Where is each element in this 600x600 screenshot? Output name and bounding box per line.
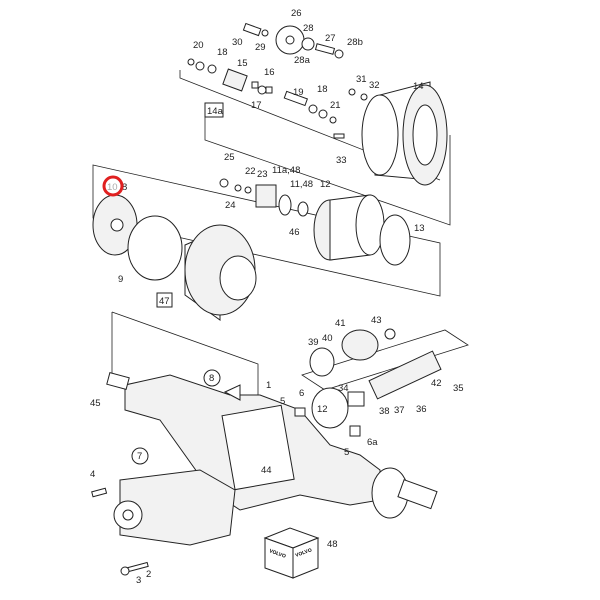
label[interactable]: 11a,48 [272, 165, 300, 176]
label[interactable]: 6 [299, 388, 304, 399]
box-brand: VOLVO [268, 548, 286, 560]
label[interactable]: 4 [90, 469, 95, 480]
label[interactable]: 18 [217, 47, 228, 58]
part-labels: 26 30 29 28 27 28b 28a 20 18 15 16 17 19… [90, 8, 464, 586]
label[interactable]: 20 [193, 40, 204, 51]
circled-label-7[interactable]: 7 [131, 447, 149, 465]
differential-carrier-7 [91, 469, 236, 576]
drum-14 [361, 81, 448, 186]
label[interactable]: 3 [136, 575, 141, 586]
label[interactable]: 34 [338, 383, 349, 394]
axle-housing [124, 374, 438, 519]
label[interactable]: 43 [371, 315, 382, 326]
label[interactable]: 2 [146, 569, 151, 580]
label[interactable]: 27 [325, 33, 336, 44]
circled-label-8[interactable]: 8 [203, 369, 221, 387]
label[interactable]: 29 [255, 42, 266, 53]
label[interactable]: 39 [308, 337, 319, 348]
label-14a[interactable]: 14a [207, 106, 224, 117]
label[interactable]: 21 [330, 100, 341, 111]
label[interactable]: 5 [280, 396, 285, 407]
box-brand: VOLVO [295, 547, 313, 559]
label[interactable]: 12 [317, 404, 328, 415]
label[interactable]: 22 [245, 166, 256, 177]
label[interactable]: 44 [261, 465, 272, 476]
label[interactable]: 1 [266, 380, 271, 391]
label[interactable]: 14 [413, 81, 424, 92]
label[interactable]: 48 [327, 539, 338, 550]
breather-8 [223, 384, 241, 401]
label[interactable]: 45 [90, 398, 101, 409]
label[interactable]: 38 [379, 406, 390, 417]
label[interactable]: 8 [122, 182, 127, 193]
label[interactable]: 25 [224, 152, 235, 163]
label-8-circled[interactable]: 8 [209, 373, 214, 384]
highlighted-label-10[interactable]: 10 [102, 175, 124, 197]
label[interactable]: 36 [416, 404, 427, 415]
label[interactable]: 24 [225, 200, 236, 211]
label[interactable]: 46 [289, 227, 300, 238]
label[interactable]: 15 [237, 58, 248, 69]
label[interactable]: 26 [291, 8, 302, 19]
label[interactable]: 41 [335, 318, 346, 329]
label[interactable]: 5 [344, 447, 349, 458]
boxed-label-14a[interactable]: 14a [204, 102, 224, 118]
label[interactable]: 17 [251, 100, 262, 111]
label[interactable]: 35 [453, 383, 464, 394]
volvo-box: VOLVO VOLVO [263, 527, 320, 579]
hub-cover-and-hub [92, 194, 257, 321]
group-frame-14a [179, 70, 441, 181]
label[interactable]: 31 [356, 74, 367, 85]
label[interactable]: 32 [369, 80, 380, 91]
label[interactable]: 9 [118, 274, 123, 285]
label-7-circled[interactable]: 7 [137, 451, 142, 462]
label[interactable]: 40 [322, 333, 333, 344]
label[interactable]: 28b [347, 37, 363, 48]
label[interactable]: 13 [414, 223, 425, 234]
shaft-45 [106, 372, 130, 390]
label[interactable]: 33 [336, 155, 347, 166]
label-47[interactable]: 47 [159, 296, 170, 307]
label[interactable]: 11,48 [290, 179, 313, 190]
label[interactable]: 28a [294, 55, 311, 66]
hub-inner-parts [219, 178, 411, 266]
group-frame-top [204, 110, 451, 226]
label[interactable]: 28 [303, 23, 314, 34]
label[interactable]: 16 [264, 67, 275, 78]
planet-carrier-parts [187, 22, 368, 139]
label[interactable]: 12 [320, 179, 331, 190]
label[interactable]: 19 [293, 87, 304, 98]
differential-parts [294, 328, 442, 437]
label[interactable]: 6a [367, 437, 378, 448]
label[interactable]: 37 [394, 405, 405, 416]
group-frame-diff [301, 329, 469, 391]
label[interactable]: 18 [317, 84, 328, 95]
boxed-label-47[interactable]: 47 [156, 292, 173, 308]
label-10[interactable]: 10 [107, 182, 118, 193]
label[interactable]: 23 [257, 169, 268, 180]
label[interactable]: 30 [232, 37, 243, 48]
label[interactable]: 42 [431, 378, 442, 389]
